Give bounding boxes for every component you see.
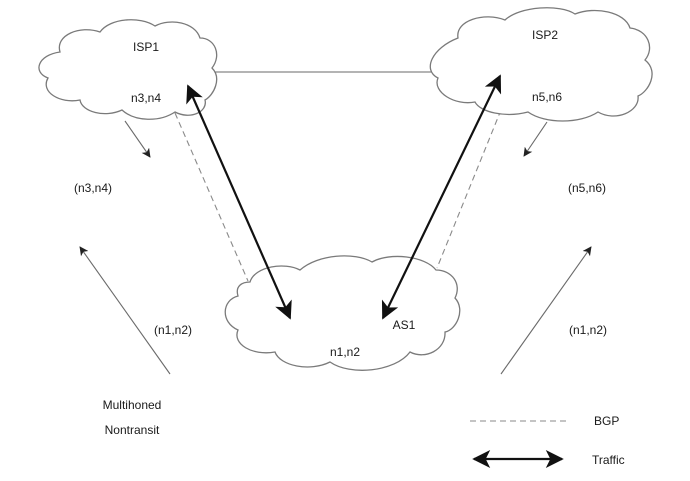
legend-bgp-label: BGP [594,414,619,428]
advert-arrow-isp2 [523,121,548,157]
as1-label: AS1 [393,318,416,332]
isp1-cloud [38,19,218,120]
isp1-label: ISP1 [133,40,159,54]
as1-networks: n1,n2 [330,345,360,359]
isp2-label: ISP2 [532,28,558,42]
advert-label-as1-right: (n1,n2) [569,323,607,337]
advert-arrow-as1-right [500,246,592,375]
traffic-arrow-isp1-as1 [186,84,292,320]
isp2-networks: n5,n6 [532,90,562,104]
legend: BGP Traffic [470,414,625,468]
caption-line-2: Nontransit [105,423,160,437]
advert-label-isp2: (n5,n6) [568,181,606,195]
caption-line-1: Multihoned [103,398,162,412]
isp2-cloud [429,7,653,122]
legend-traffic-label: Traffic [592,453,625,467]
bgp-session-isp2-as1 [436,109,502,269]
advert-label-as1-left: (n1,n2) [154,323,192,337]
traffic-arrow-isp2-as1 [381,74,502,320]
advert-arrow-as1-left [79,246,171,375]
advert-arrow-isp1 [124,120,151,158]
advert-label-isp1: (n3,n4) [74,181,112,195]
isp1-networks: n3,n4 [131,91,161,105]
